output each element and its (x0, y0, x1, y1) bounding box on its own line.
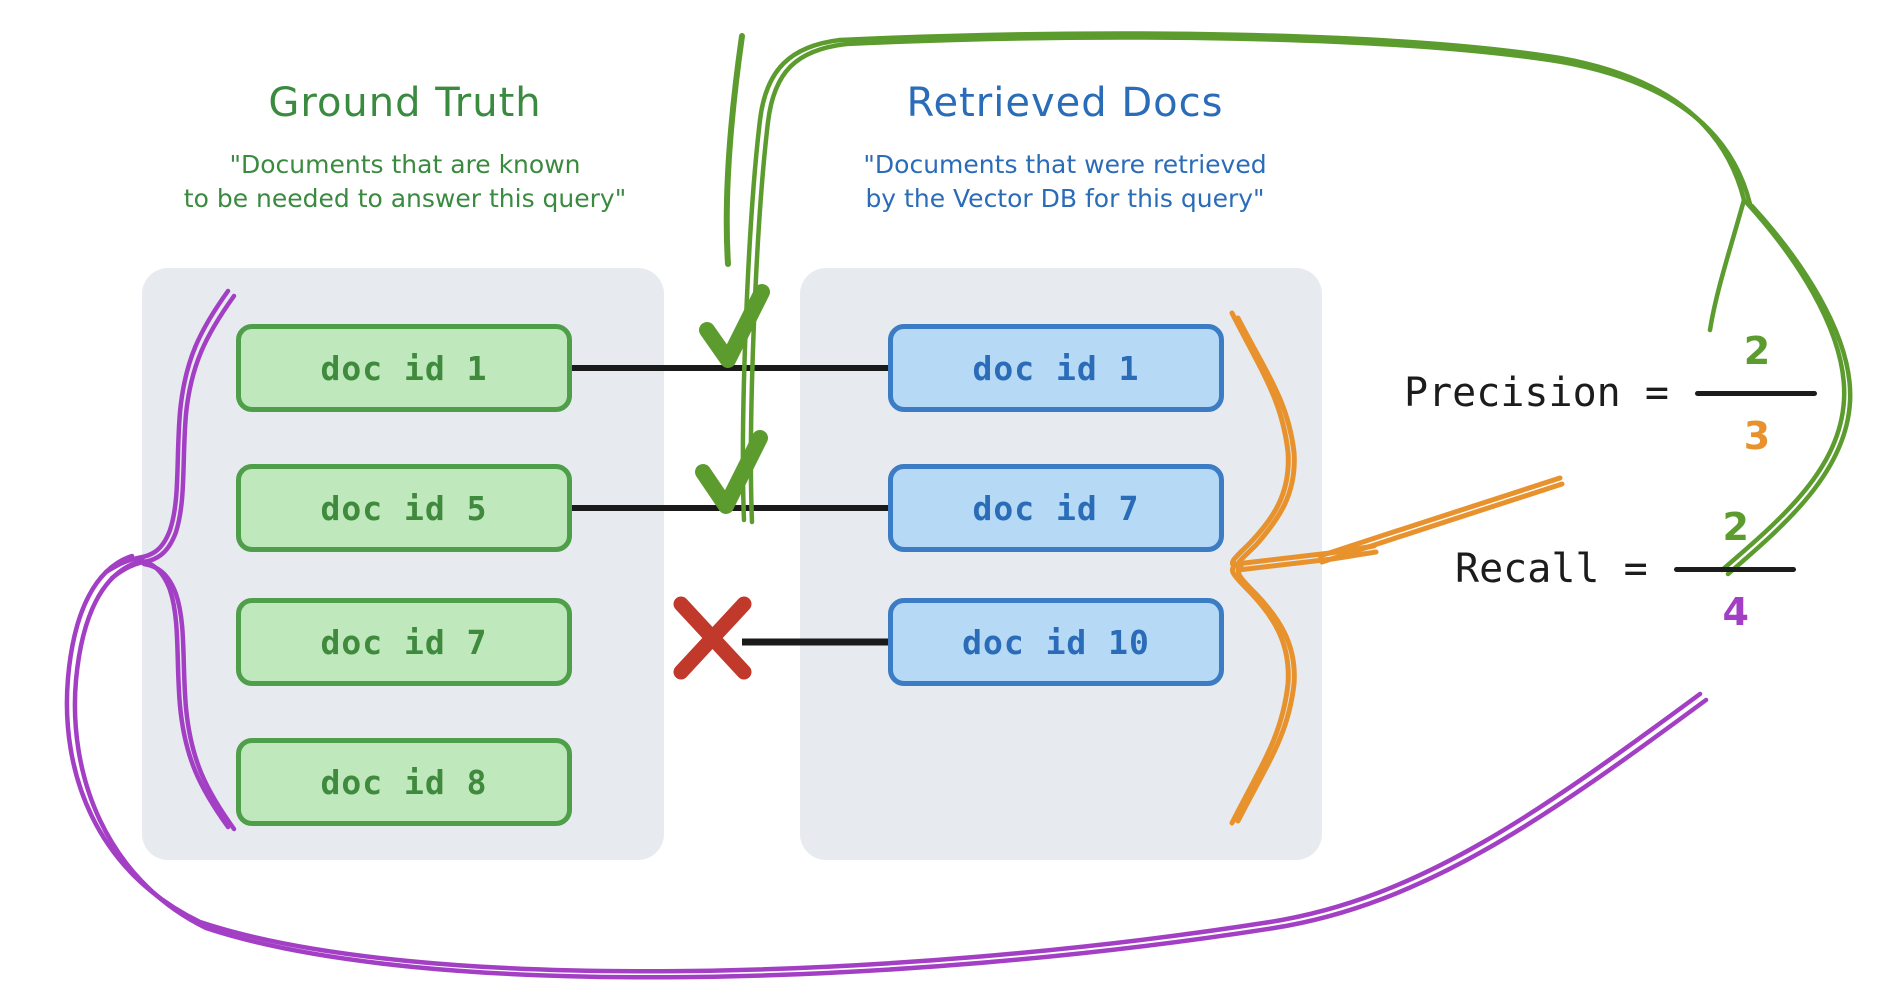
doc-label: doc id 1 (320, 348, 488, 388)
mismatch-cross-icon (673, 596, 752, 680)
doc-label: doc id 7 (320, 622, 488, 662)
ground-truth-title: Ground Truth (268, 80, 542, 126)
precision-fraction-bar (1694, 390, 1817, 396)
precision-denominator: 3 (1743, 413, 1771, 458)
precision-label: Precision = (1404, 370, 1669, 416)
retrieved-docs-subtitle-line2: by the Vector DB for this query" (865, 183, 1265, 213)
match-check-icon-2 (695, 430, 768, 514)
doc-label: doc id 10 (962, 622, 1150, 662)
precision-numerator: 2 (1743, 328, 1771, 373)
doc-label: doc id 5 (320, 488, 488, 528)
retrieved-doc-1[interactable]: doc id 1 (888, 324, 1224, 412)
ground-truth-doc-2[interactable]: doc id 5 (236, 464, 572, 552)
green-arrow-stems (723, 33, 745, 267)
retrieved-doc-3[interactable]: doc id 10 (888, 598, 1224, 686)
recall-fraction-bar (1673, 566, 1796, 572)
match-check-icon-1 (699, 284, 770, 368)
precision-fraction: 2 3 (1694, 332, 1817, 455)
doc-label: doc id 8 (320, 762, 488, 802)
retrieved-docs-title: Retrieved Docs (906, 80, 1224, 126)
doc-label: doc id 7 (972, 488, 1140, 528)
recall-fraction: 2 4 (1673, 508, 1796, 631)
ground-truth-subtitle-line1: "Documents that are known (229, 150, 581, 179)
retrieved-docs-subtitle-line1: "Documents that were retrieved (863, 150, 1267, 179)
recall-formula: Recall = 2 4 (1455, 508, 1796, 631)
recall-numerator: 2 (1722, 504, 1749, 549)
doc-label: doc id 1 (972, 348, 1140, 388)
ground-truth-header: Ground Truth "Documents that are known t… (85, 80, 725, 216)
recall-denominator: 4 (1722, 589, 1749, 634)
ground-truth-subtitle: "Documents that are known to be needed t… (85, 148, 725, 216)
retrieved-doc-2[interactable]: doc id 7 (888, 464, 1224, 552)
ground-truth-subtitle-line2: to be needed to answer this query" (183, 183, 627, 213)
ground-truth-doc-3[interactable]: doc id 7 (236, 598, 572, 686)
retrieved-docs-header: Retrieved Docs "Documents that were retr… (745, 80, 1385, 216)
recall-label: Recall = (1455, 546, 1648, 592)
ground-truth-doc-1[interactable]: doc id 1 (236, 324, 572, 412)
retrieved-docs-subtitle: "Documents that were retrieved by the Ve… (745, 148, 1385, 216)
ground-truth-doc-4[interactable]: doc id 8 (236, 738, 572, 826)
precision-formula: Precision = 2 3 (1404, 332, 1817, 455)
